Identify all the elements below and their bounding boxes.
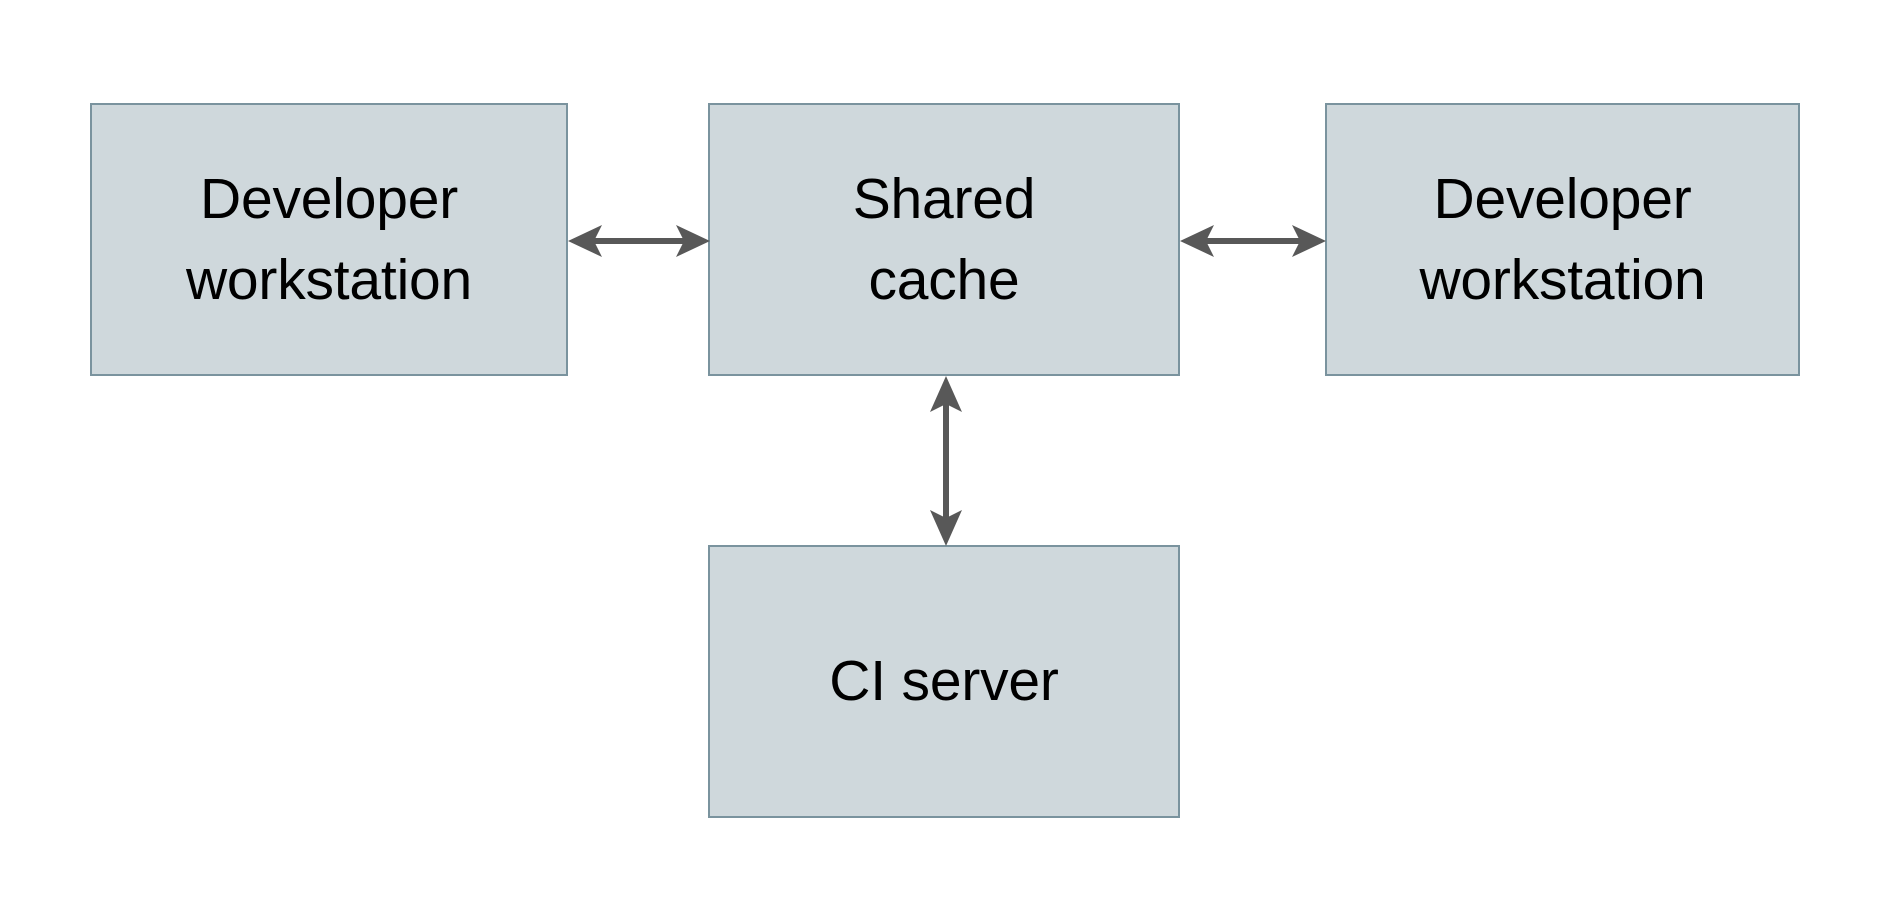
connector-left-workstation-to-cache[interactable] bbox=[568, 212, 710, 270]
node-dev-workstation-right[interactable]: Developer workstation bbox=[1325, 103, 1800, 376]
node-shared-cache[interactable]: Shared cache bbox=[708, 103, 1180, 376]
arrowhead-left bbox=[1180, 225, 1214, 257]
arrowhead-up bbox=[930, 376, 962, 412]
arrowhead-right bbox=[676, 225, 710, 257]
arrowhead-down bbox=[930, 510, 962, 546]
node-label-dev-workstation-right: Developer workstation bbox=[1419, 166, 1706, 312]
connector-cache-to-ci-server[interactable] bbox=[917, 376, 975, 546]
node-ci-server[interactable]: CI server bbox=[708, 545, 1180, 818]
arrowhead-right bbox=[1292, 225, 1326, 257]
arrowhead-left bbox=[568, 225, 602, 257]
node-label-shared-cache: Shared cache bbox=[852, 166, 1036, 312]
node-dev-workstation-left[interactable]: Developer workstation bbox=[90, 103, 568, 376]
connector-cache-to-right-workstation[interactable] bbox=[1180, 212, 1326, 270]
node-label-ci-server: CI server bbox=[829, 649, 1059, 714]
node-label-dev-workstation-left: Developer workstation bbox=[185, 166, 473, 312]
